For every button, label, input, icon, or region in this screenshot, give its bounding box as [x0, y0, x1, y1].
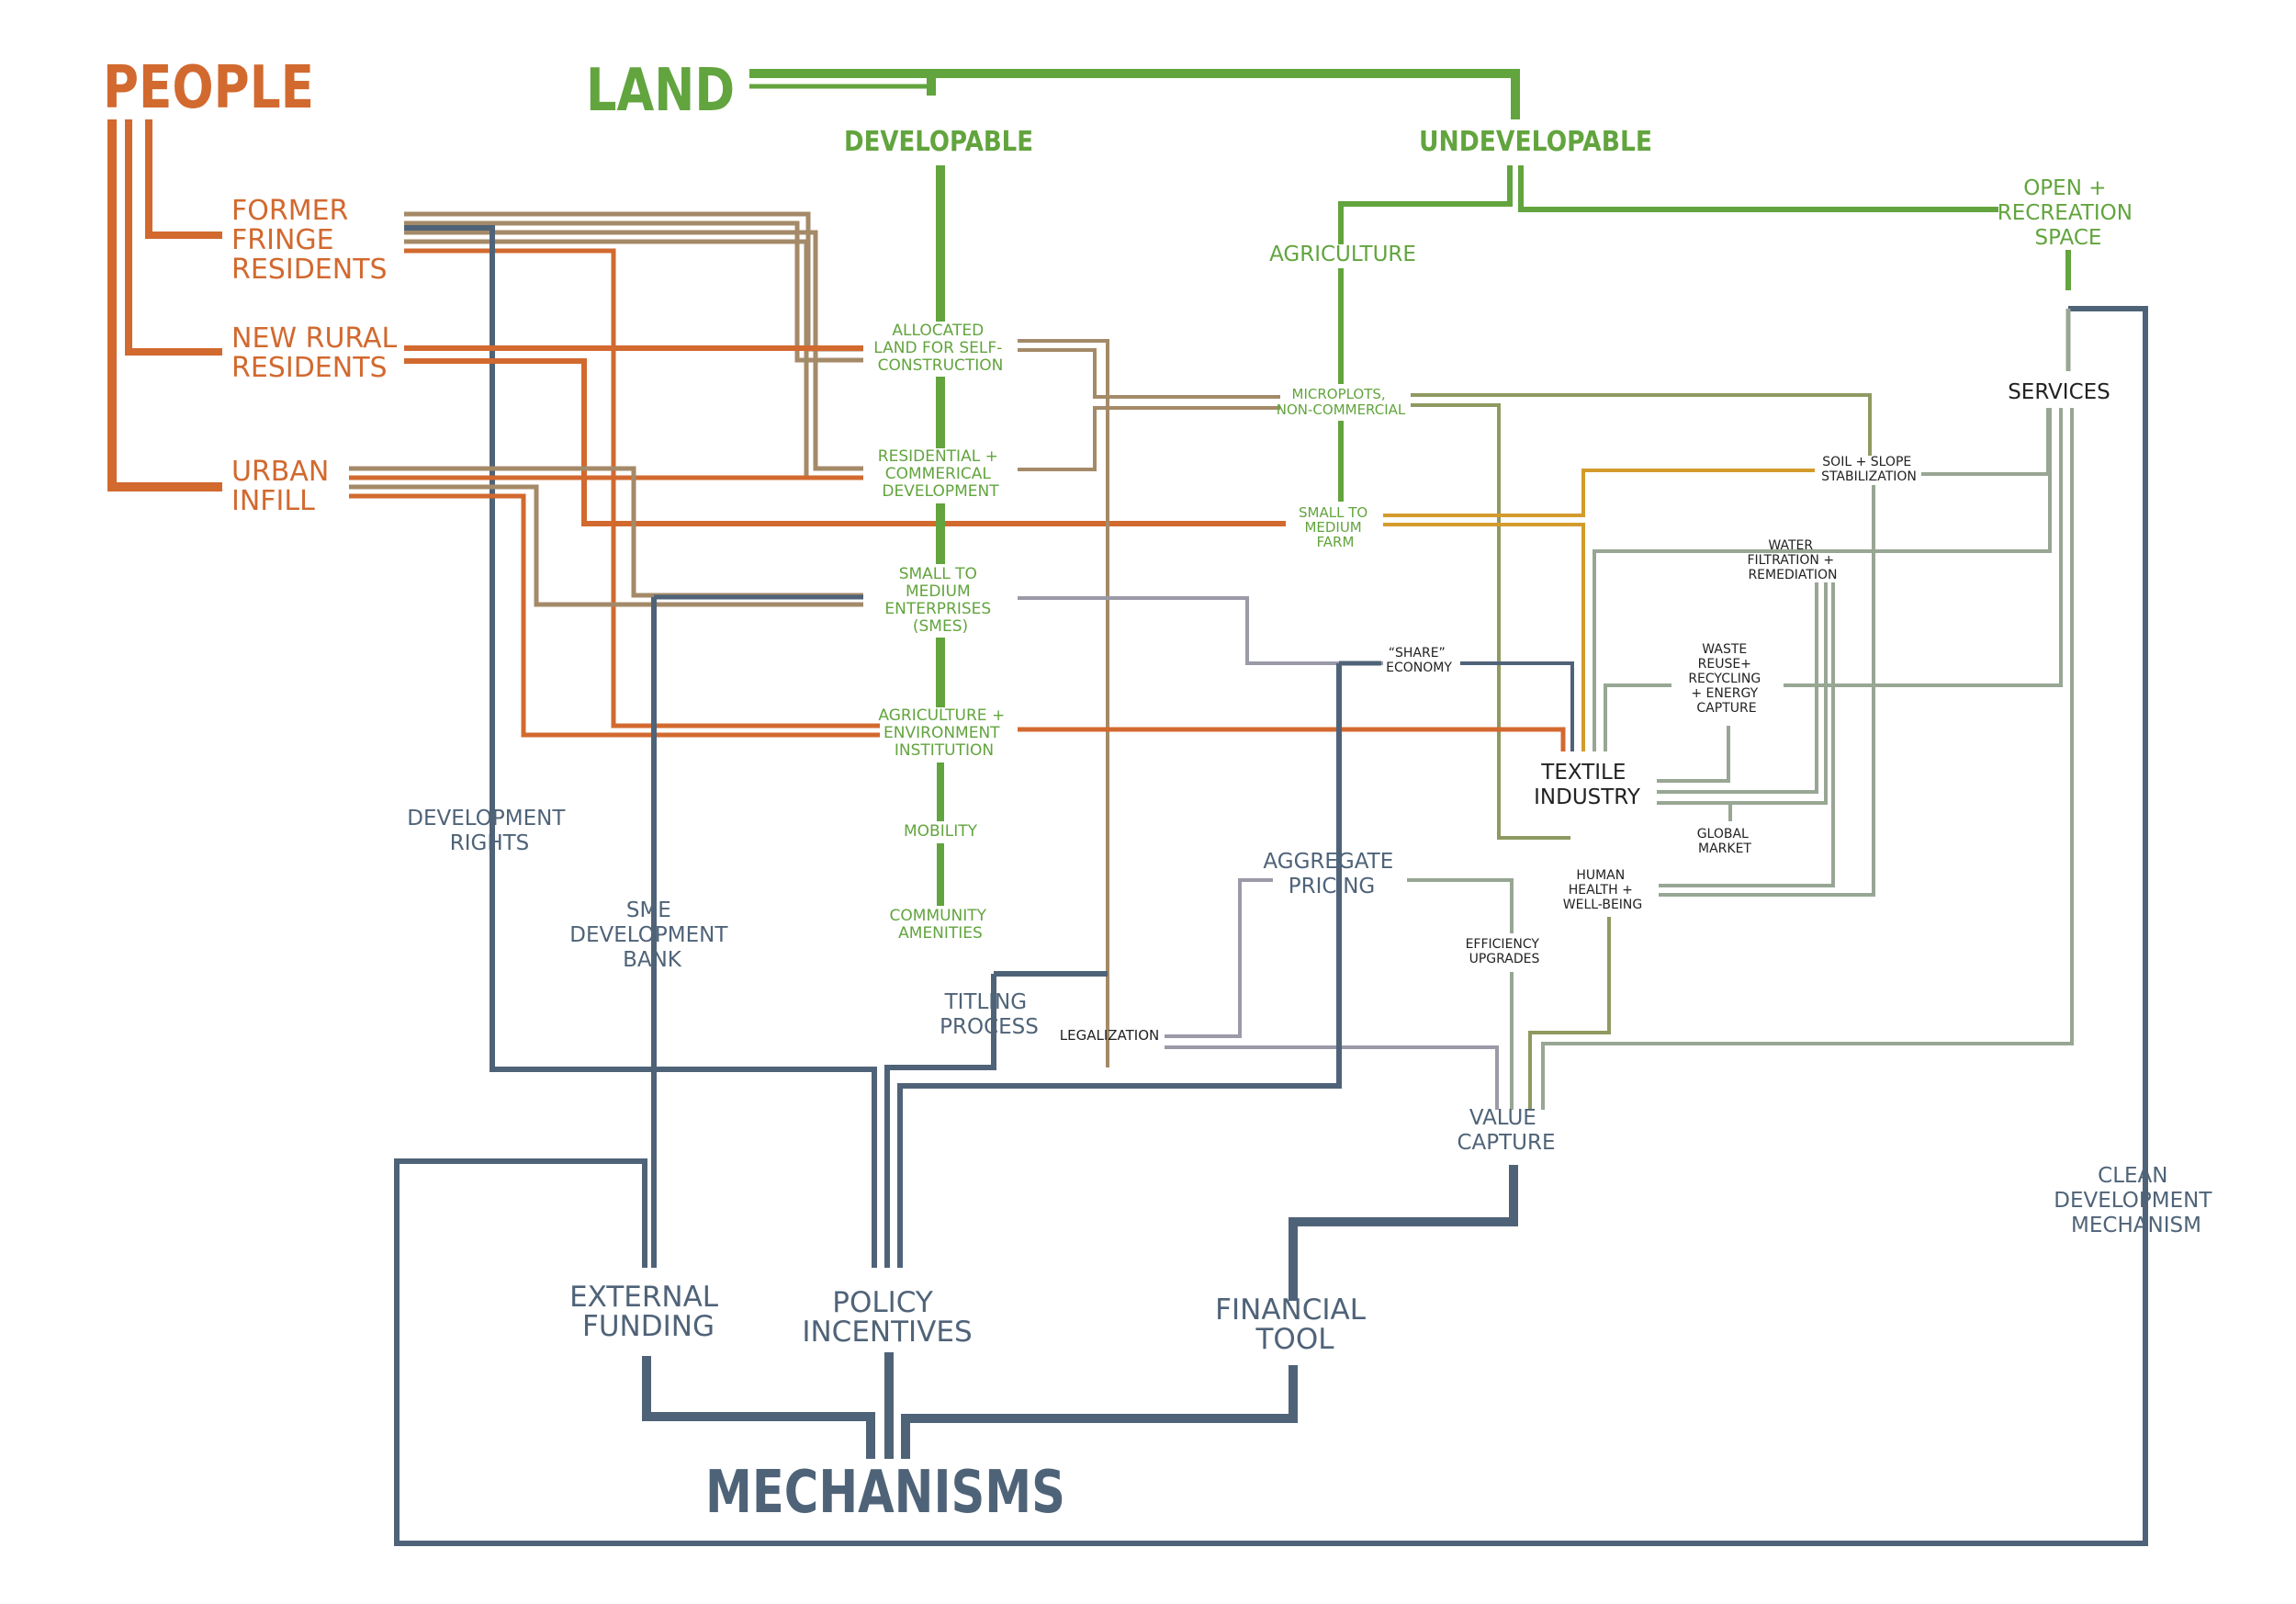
lavender-connector [1018, 596, 1383, 665]
titling-process-node: TITLING PROCESS [940, 990, 1039, 1039]
people-title: PEOPLE [103, 54, 314, 122]
lavender-connector [1165, 878, 1273, 1038]
land-connector [749, 69, 1520, 119]
tan-connector [404, 220, 863, 363]
lavender-connector [1165, 1045, 1499, 1110]
gold-connector [1383, 469, 1815, 517]
efficiency-upgrades-node: EFFICIENCY UPGRADES [1466, 937, 1544, 966]
developable-label: DEVELOPABLE [844, 126, 1033, 158]
clean-development-mechanism-node: CLEAN DEVELOPMENT MECHANISM [2054, 1164, 2218, 1237]
legalization-node: LEGALIZATION [1060, 1027, 1160, 1044]
sage-connector [1921, 408, 2050, 476]
mechanisms-connector [897, 663, 1342, 1268]
allocated-land-node: ALLOCATED LAND FOR SELF- CONSTRUCTION [873, 322, 1007, 375]
tan-connector [349, 484, 863, 607]
community-amenities-node: COMMUNITY AMENITIES [890, 907, 992, 943]
people-connector [107, 119, 222, 491]
former-fringe-residents: FORMER FRINGE RESIDENTS [231, 195, 388, 286]
people-connector [349, 493, 880, 738]
sage-connector [1784, 408, 2063, 687]
mechanisms-title: MECHANISMS [705, 1459, 1065, 1527]
people-connector [404, 248, 880, 729]
policy-incentives-node: POLICY INCENTIVES [802, 1286, 972, 1349]
mechanisms-connector [901, 1365, 1298, 1459]
land-connector [1518, 165, 1998, 212]
mechanisms-connector [642, 1356, 875, 1459]
mechanisms-connector [404, 225, 877, 1268]
mechanisms-connector [884, 974, 996, 1268]
sage-connector [1659, 582, 1835, 887]
sage-connector [1593, 408, 2052, 751]
residential-commercial-node: RESIDENTIAL + COMMERICAL DEVELOPMENT [878, 447, 1003, 501]
sage-connector [1407, 878, 1514, 933]
tan-connector [1018, 348, 1280, 399]
land-connector [1338, 165, 1513, 244]
human-health-node: HUMAN HEALTH + WELL-BEING [1563, 868, 1643, 912]
agriculture-node: AGRICULTURE [1269, 243, 1416, 266]
mechanisms-connector [394, 306, 2148, 1546]
sage-connector [1657, 726, 1730, 783]
global-market-node: GLOBAL MARKET [1697, 827, 1753, 856]
tan-connector [1018, 406, 1280, 471]
people-connector [145, 119, 222, 239]
gold-connector [1383, 523, 1585, 751]
undevelopable-label: UNDEVELOPABLE [1419, 126, 1652, 158]
land-title: LAND [586, 57, 735, 125]
people-connector [404, 358, 1286, 526]
people-connector [1018, 727, 1566, 751]
sme-development-bank-node: SME DEVELOPMENT BANK [569, 898, 734, 972]
connector-lines [107, 69, 2148, 1546]
waste-reuse-node: WASTE REUSE+ RECYCLING + ENERGY CAPTURE [1688, 642, 1764, 716]
sage-connector [1659, 485, 1875, 897]
water-filtration-node: WATER FILTRATION + REMEDIATION [1747, 538, 1838, 582]
value-capture-node: VALUE CAPTURE [1457, 1106, 1555, 1155]
sage-connector [1604, 683, 1671, 751]
mechanisms-connector [1460, 661, 1574, 751]
share-economy-node: “SHARE” ECONOMY [1386, 646, 1452, 675]
urban-infill: URBAN INFILL [231, 456, 338, 517]
agri-institution-node: AGRICULTURE + ENVIRONMENT INSTITUTION [878, 706, 1009, 760]
tan-connector [1018, 339, 1109, 1067]
people-connector [125, 119, 222, 356]
open-recreation-space-node: OPEN + RECREATION SPACE [1998, 176, 2140, 250]
soil-slope-node: SOIL + SLOPE STABILIZATION [1821, 455, 1917, 484]
development-rights-node: DEVELOPMENT RIGHTS [407, 807, 571, 855]
node-labels: PEOPLE FORMER FRINGE RESIDENTS NEW RURAL… [103, 54, 2218, 1527]
textile-industry-node: TEXTILE INDUSTRY [1534, 761, 1641, 809]
financial-tool-node: FINANCIAL TOOL [1215, 1293, 1375, 1356]
smes-node: SMALL TO MEDIUM ENTERPRISES (SMES) [884, 565, 996, 636]
sage-connector [1657, 582, 1818, 794]
olive-connector [1411, 393, 1872, 456]
olive-connector [1528, 917, 1611, 1110]
small-medium-farm-node: SMALL TO MEDIUM FARM [1299, 504, 1372, 550]
mechanisms-connector [1289, 1165, 1518, 1301]
external-funding-node: EXTERNAL FUNDING [569, 1281, 727, 1343]
services-node: SERVICES [2008, 380, 2110, 404]
microplots-node: MICROPLOTS, NON-COMMERCIAL [1277, 386, 1406, 418]
sage-connector [1657, 801, 1732, 821]
mobility-node: MOBILITY [904, 822, 978, 841]
aggregate-pricing-node: AGGREGATE PRICING [1263, 850, 1400, 898]
new-rural-residents: NEW RURAL RESIDENTS [231, 322, 406, 384]
olive-connector [1411, 403, 1570, 840]
sage-connector [1541, 408, 2074, 1110]
